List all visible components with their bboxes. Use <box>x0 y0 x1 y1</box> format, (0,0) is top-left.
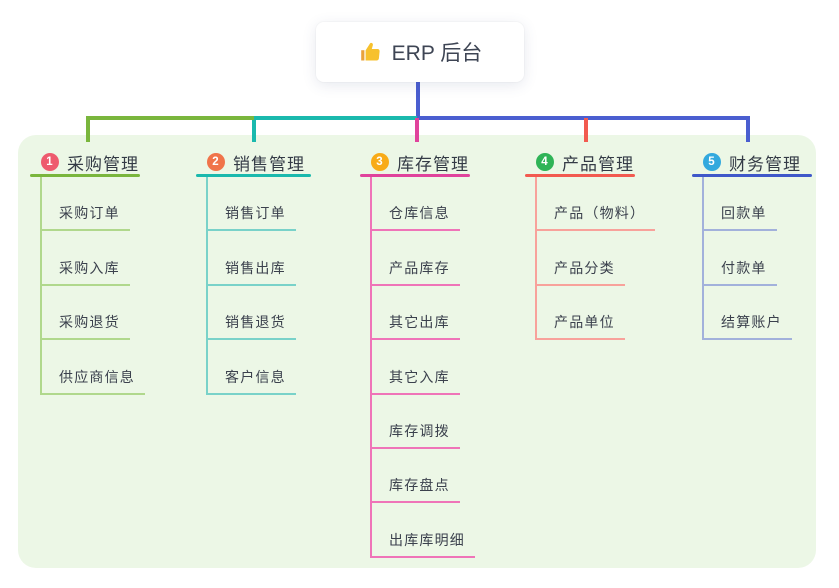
thumbs-up-icon <box>358 40 382 64</box>
branch-children: 采购订单 采购入库 采购退货 供应商信息 <box>40 177 145 395</box>
child-node[interactable]: 采购退货 <box>40 285 130 341</box>
child-node[interactable]: 销售退货 <box>206 285 296 341</box>
child-node[interactable]: 采购入库 <box>40 231 130 286</box>
branch-column-1: 1 采购管理 采购订单 采购入库 采购退货 供应商信息 <box>30 150 145 395</box>
root-node-label: ERP 后台 <box>391 42 483 65</box>
child-label: 仓库信息 <box>389 205 450 222</box>
child-label: 库存调拨 <box>389 422 450 439</box>
child-node[interactable]: 销售订单 <box>206 177 296 232</box>
child-label: 采购退货 <box>59 314 120 331</box>
child-label: 付款单 <box>721 259 767 276</box>
child-node[interactable]: 库存调拨 <box>370 394 460 449</box>
child-node[interactable]: 出库库明细 <box>370 503 475 558</box>
branch-node[interactable]: 5 财务管理 <box>692 150 812 174</box>
branch-underline <box>360 174 470 177</box>
child-node[interactable]: 产品分类 <box>535 231 625 286</box>
child-node[interactable]: 采购订单 <box>40 177 130 232</box>
branch-number-badge: 3 <box>371 153 389 171</box>
root-node[interactable]: ERP 后台 <box>316 22 524 82</box>
child-node[interactable]: 产品单位 <box>535 285 625 341</box>
child-node[interactable]: 其它入库 <box>370 340 460 395</box>
branch-node[interactable]: 1 采购管理 <box>30 150 145 174</box>
child-label: 产品分类 <box>554 259 615 276</box>
child-label: 出库库明细 <box>389 531 465 548</box>
branch-node[interactable]: 4 产品管理 <box>525 150 655 174</box>
branch-underline <box>30 174 140 177</box>
branch-label: 产品管理 <box>562 154 634 174</box>
child-node[interactable]: 产品（物料） <box>535 177 656 232</box>
branch-underline <box>525 174 635 177</box>
child-label: 销售订单 <box>225 205 286 222</box>
child-node[interactable]: 结算账户 <box>702 285 792 341</box>
child-node[interactable]: 库存盘点 <box>370 448 460 504</box>
child-label: 采购入库 <box>59 259 120 276</box>
child-label: 供应商信息 <box>59 368 135 385</box>
branch-column-5: 5 财务管理 回款单 付款单 结算账户 <box>692 150 812 341</box>
branch-label: 财务管理 <box>729 154 801 174</box>
child-label: 其它出库 <box>389 314 450 331</box>
branch-number-badge: 5 <box>703 153 721 171</box>
branch-children: 产品（物料） 产品分类 产品单位 <box>535 177 656 341</box>
branch-label: 销售管理 <box>233 154 305 174</box>
branch-children: 回款单 付款单 结算账户 <box>702 177 812 341</box>
child-label: 其它入库 <box>389 368 450 385</box>
branch-number-badge: 4 <box>536 153 554 171</box>
child-label: 回款单 <box>721 205 767 222</box>
branch-label: 库存管理 <box>397 154 469 174</box>
child-node[interactable]: 付款单 <box>702 231 777 286</box>
branch-children: 仓库信息 产品库存 其它出库 其它入库 库存调拨 库存盘点 出库库明细 <box>370 177 475 558</box>
child-label: 产品（物料） <box>554 205 646 222</box>
child-label: 客户信息 <box>225 368 286 385</box>
child-node[interactable]: 供应商信息 <box>40 340 145 395</box>
branch-column-3: 3 库存管理 仓库信息 产品库存 其它出库 其它入库 库存调拨 库存盘点 出库库… <box>360 150 475 558</box>
child-node[interactable]: 仓库信息 <box>370 177 460 232</box>
branch-column-4: 4 产品管理 产品（物料） 产品分类 产品单位 <box>525 150 656 341</box>
branch-node[interactable]: 2 销售管理 <box>196 150 311 174</box>
child-label: 产品单位 <box>554 314 615 331</box>
mindmap-background-board <box>18 135 816 568</box>
child-label: 库存盘点 <box>389 477 450 494</box>
child-label: 产品库存 <box>389 259 450 276</box>
child-node[interactable]: 客户信息 <box>206 340 296 395</box>
branch-number-badge: 2 <box>207 153 225 171</box>
child-label: 销售出库 <box>225 259 286 276</box>
branch-underline <box>196 174 311 177</box>
child-label: 采购订单 <box>59 205 120 222</box>
branch-column-2: 2 销售管理 销售订单 销售出库 销售退货 客户信息 <box>196 150 311 395</box>
child-node[interactable]: 销售出库 <box>206 231 296 286</box>
branch-number-badge: 1 <box>41 153 59 171</box>
child-node[interactable]: 其它出库 <box>370 285 460 341</box>
child-node[interactable]: 回款单 <box>702 177 777 232</box>
branch-label: 采购管理 <box>67 154 139 174</box>
child-label: 销售退货 <box>225 314 286 331</box>
branch-children: 销售订单 销售出库 销售退货 客户信息 <box>206 177 311 395</box>
child-label: 结算账户 <box>721 314 782 331</box>
branch-node[interactable]: 3 库存管理 <box>360 150 475 174</box>
child-node[interactable]: 产品库存 <box>370 231 460 286</box>
branch-underline <box>692 174 812 177</box>
